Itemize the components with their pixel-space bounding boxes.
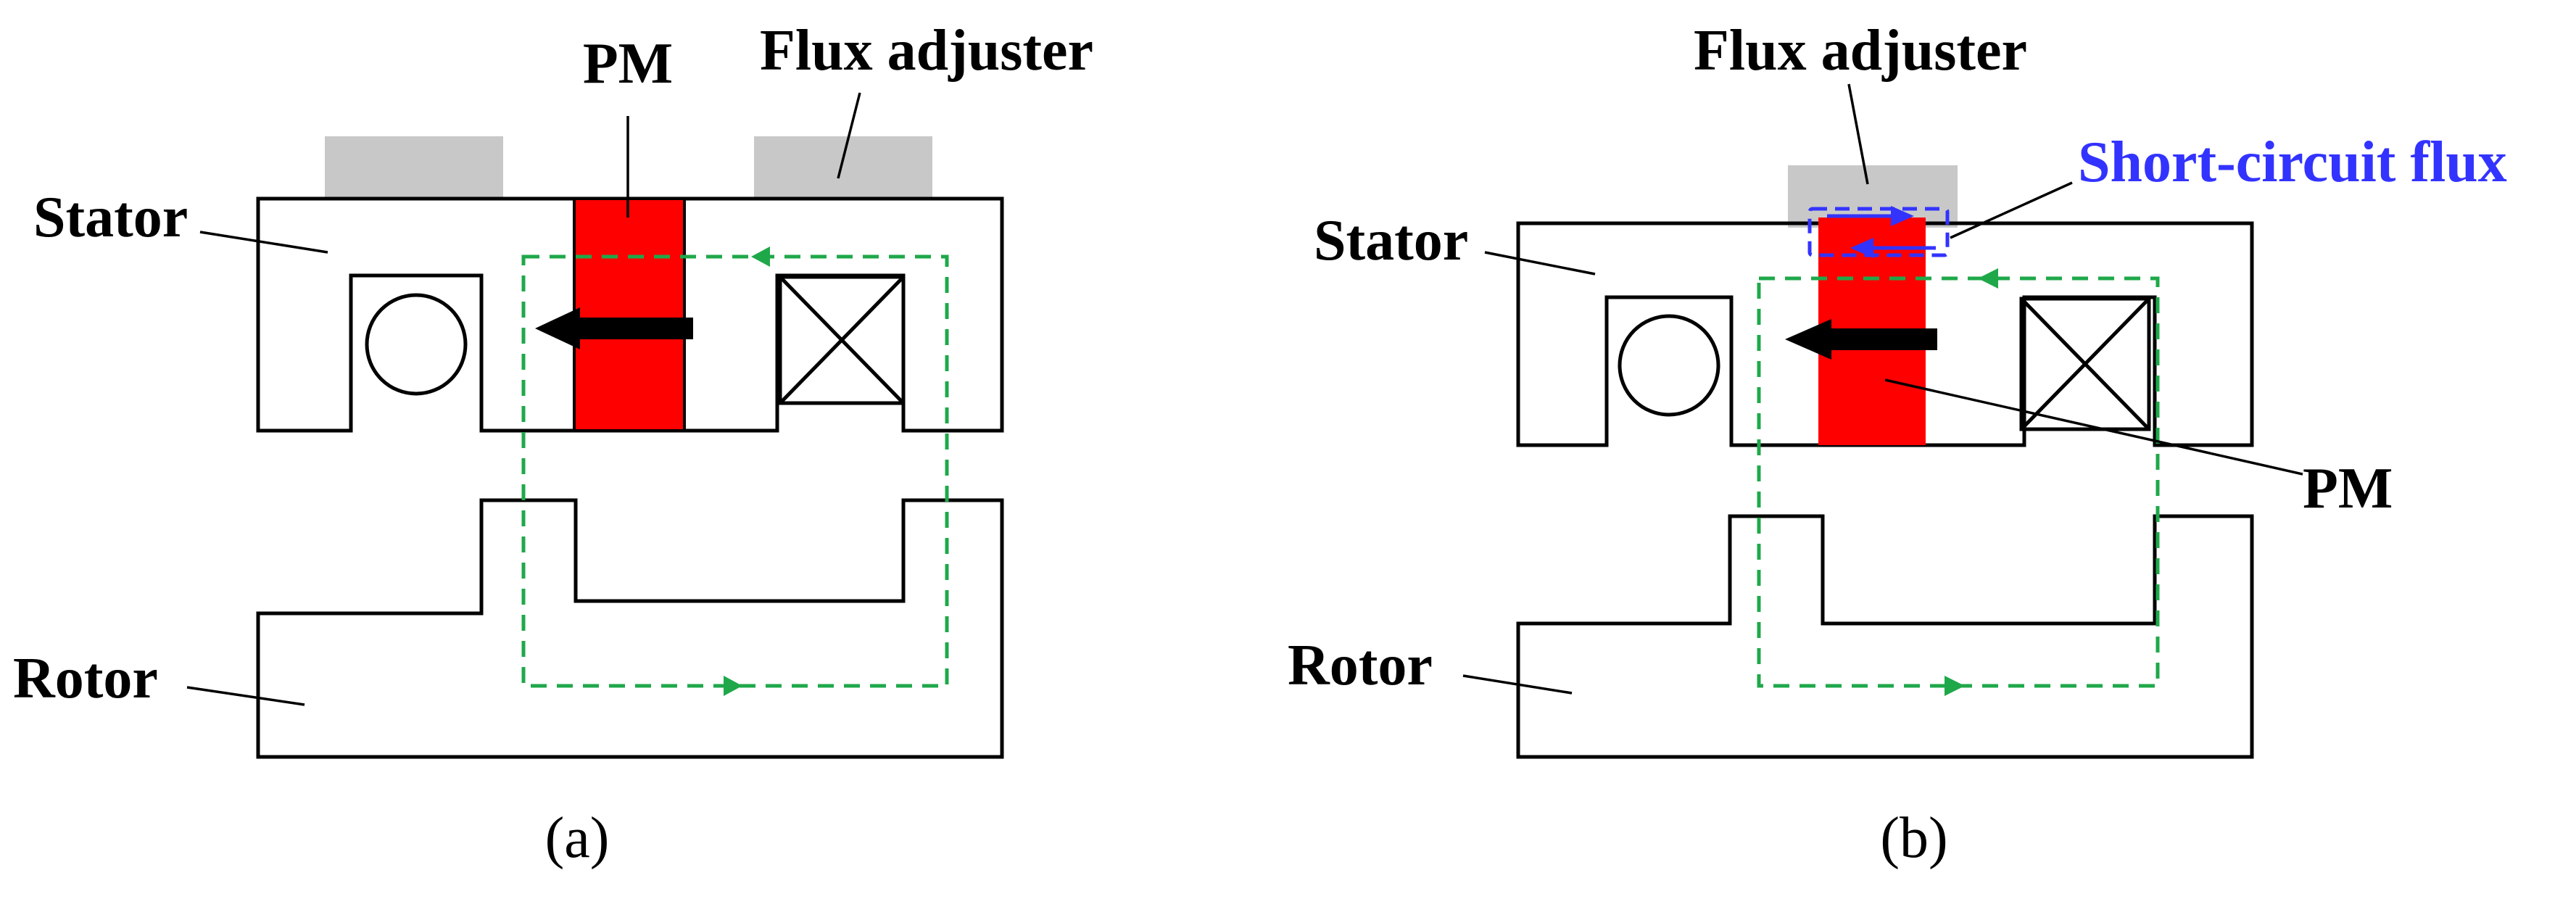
label-rotor-b: Rotor	[1288, 634, 1433, 697]
leader-stator-b	[1484, 251, 1596, 276]
label-flux-adjuster-a: Flux adjuster	[760, 19, 1093, 83]
panel-a: PM Flux adjuster Stator Rotor (a)	[13, 19, 1093, 870]
leader-stator-a	[199, 231, 328, 254]
leader-pm-b	[1884, 378, 2303, 476]
label-stator-a: Stator	[33, 186, 188, 249]
panel-b: Flux adjuster Short-circuit flux Stator …	[1288, 19, 2507, 870]
coil-cross	[778, 275, 906, 405]
stator-body	[1516, 221, 2254, 447]
label-pm-b: PM	[2303, 457, 2393, 521]
label-pm-a: PM	[583, 32, 673, 96]
short-circuit-flux-loop	[1807, 206, 1950, 258]
rotor-body	[1516, 514, 2254, 759]
flux-adjuster-right	[754, 136, 932, 199]
flux-adjuster-left	[325, 136, 503, 199]
leader-flux-adjuster-a	[837, 92, 861, 179]
caption-b: (b)	[1880, 806, 1947, 870]
label-stator-b: Stator	[1314, 209, 1468, 273]
leader-short-circuit-flux	[1950, 181, 2073, 239]
leader-rotor-a	[186, 686, 305, 706]
label-flux-adjuster-b: Flux adjuster	[1694, 19, 2027, 83]
main-flux-path	[521, 246, 949, 696]
magnetization-arrow	[1785, 319, 1937, 360]
label-short-circuit-flux: Short-circuit flux	[2078, 130, 2507, 194]
label-rotor-a: Rotor	[13, 647, 158, 710]
stator-body	[256, 196, 1004, 433]
coil-circle	[1618, 314, 1720, 417]
coil-circle	[365, 293, 468, 396]
rotor-body	[256, 498, 1004, 759]
permanent-magnet	[573, 197, 686, 432]
main-flux-path	[1757, 268, 2160, 696]
coil-cross	[2019, 297, 2151, 431]
magnetization-arrow	[535, 307, 693, 349]
caption-a: (a)	[545, 806, 610, 870]
leader-rotor-b	[1462, 674, 1573, 695]
leader-flux-adjuster-b	[1847, 83, 1869, 185]
